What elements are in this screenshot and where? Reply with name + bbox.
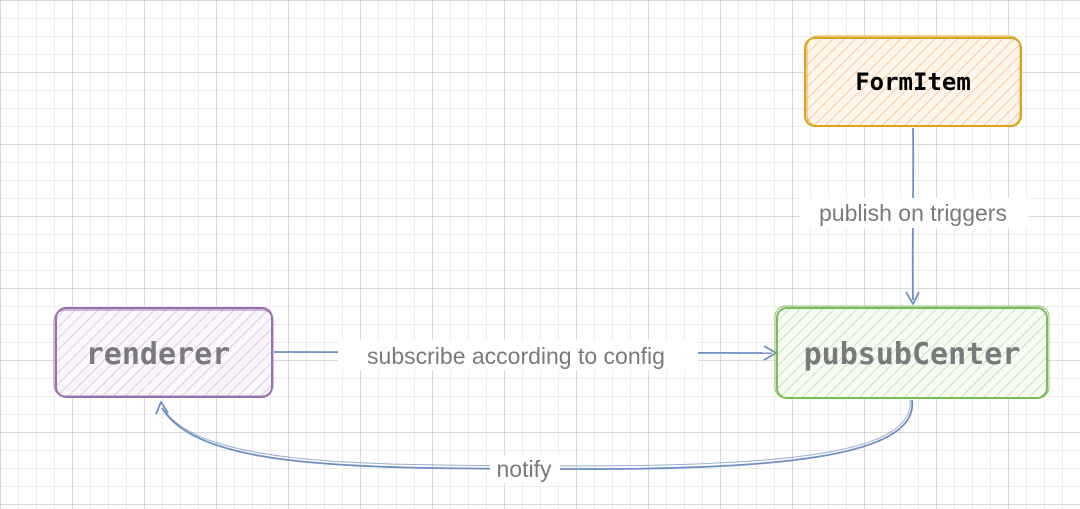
edge-subscribe: subscribe according to config	[273, 340, 777, 370]
node-pubsub-label: pubsubCenter	[804, 337, 1021, 372]
node-formitem-label: FormItem	[855, 68, 971, 96]
edge-publish: publish on triggers	[800, 127, 1028, 305]
node-renderer-box	[55, 307, 273, 398]
edge-notify-label: notify	[497, 456, 552, 482]
node-renderer-box-sketch	[53, 309, 274, 397]
edge-subscribe-label-bg	[338, 340, 698, 370]
node-formitem-box-sketch	[806, 35, 1021, 127]
edge-subscribe-label: subscribe according to config	[367, 343, 665, 369]
edge-publish-label: publish on triggers	[819, 200, 1007, 226]
edge-notify-label-bg	[490, 455, 560, 483]
edge-notify-arrowhead	[155, 401, 169, 415]
edge-publish-label-bg	[800, 198, 1028, 228]
node-renderer-label: renderer	[86, 337, 231, 372]
node-pubsub-box-sketch	[774, 305, 1050, 399]
edge-publish-arrowhead	[905, 291, 920, 305]
node-formitem[interactable]: FormItem	[804, 35, 1022, 127]
edge-notify: notify	[155, 399, 913, 483]
node-pubsub[interactable]: pubsubCenter	[774, 305, 1050, 399]
node-renderer[interactable]: renderer	[53, 307, 274, 398]
